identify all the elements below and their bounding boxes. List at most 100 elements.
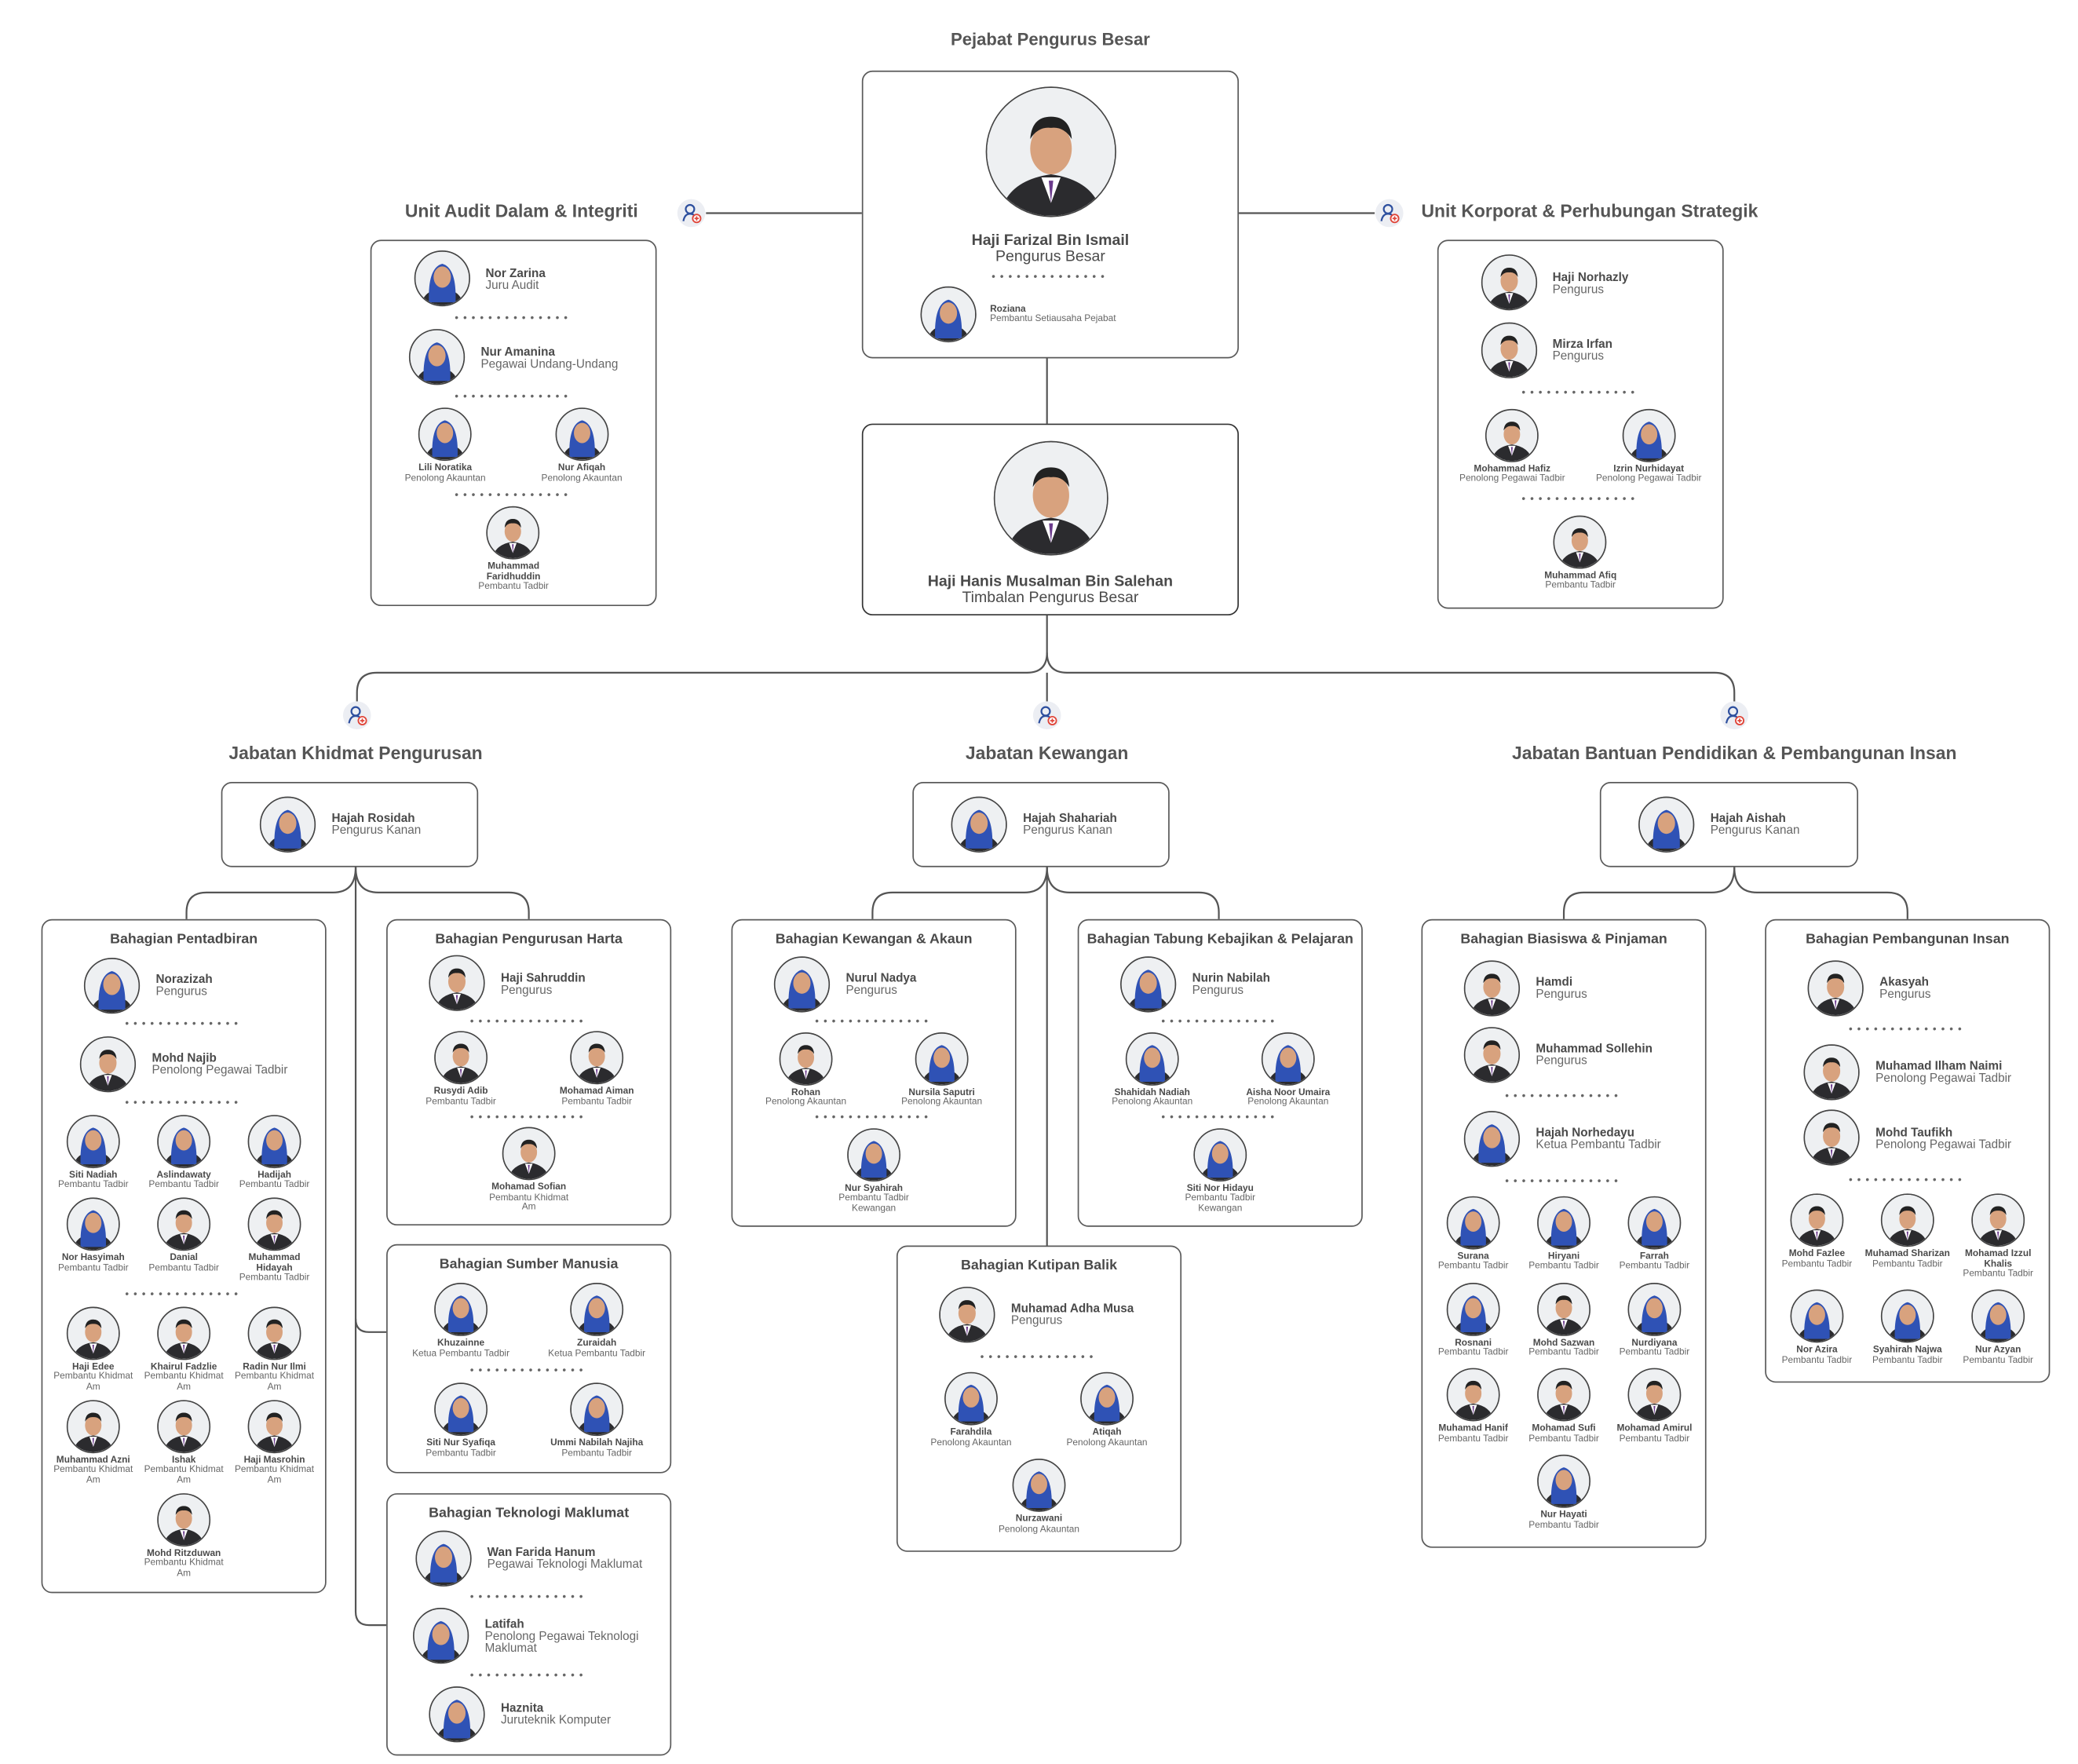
staff-photo bbox=[1261, 1032, 1315, 1086]
staff-photo bbox=[413, 1608, 469, 1665]
gm-card[interactable]: Haji Farizal Bin Ismail Pengurus Besar •… bbox=[861, 70, 1240, 359]
staff-title: Penolong Pegawai Tadbir bbox=[1595, 474, 1702, 484]
staff-photo bbox=[939, 1287, 995, 1343]
add-person-icon[interactable] bbox=[342, 701, 371, 730]
add-person-icon[interactable] bbox=[1032, 701, 1061, 730]
staff-photo bbox=[434, 1382, 488, 1437]
add-person-icon[interactable] bbox=[1720, 701, 1749, 730]
staff-name: Syahirah Najwa bbox=[1872, 1346, 1942, 1356]
deputy-card[interactable]: Haji Hanis Musalman Bin Salehan Timbalan… bbox=[861, 423, 1240, 615]
staff-name: Mirza Irfan bbox=[1552, 337, 1613, 351]
add-person-icon[interactable] bbox=[1375, 199, 1404, 228]
dotted-divider: •••••••••••••• bbox=[469, 1591, 588, 1603]
secretary[interactable]: Roziana Pembantu Setiausaha Pejabat bbox=[920, 286, 1116, 343]
dept-kewangan-label: Jabatan Kewangan bbox=[965, 743, 1129, 764]
staff-title: Pengurus bbox=[1010, 1313, 1063, 1328]
add-person-icon[interactable] bbox=[677, 199, 706, 228]
staff-photo bbox=[847, 1128, 901, 1181]
